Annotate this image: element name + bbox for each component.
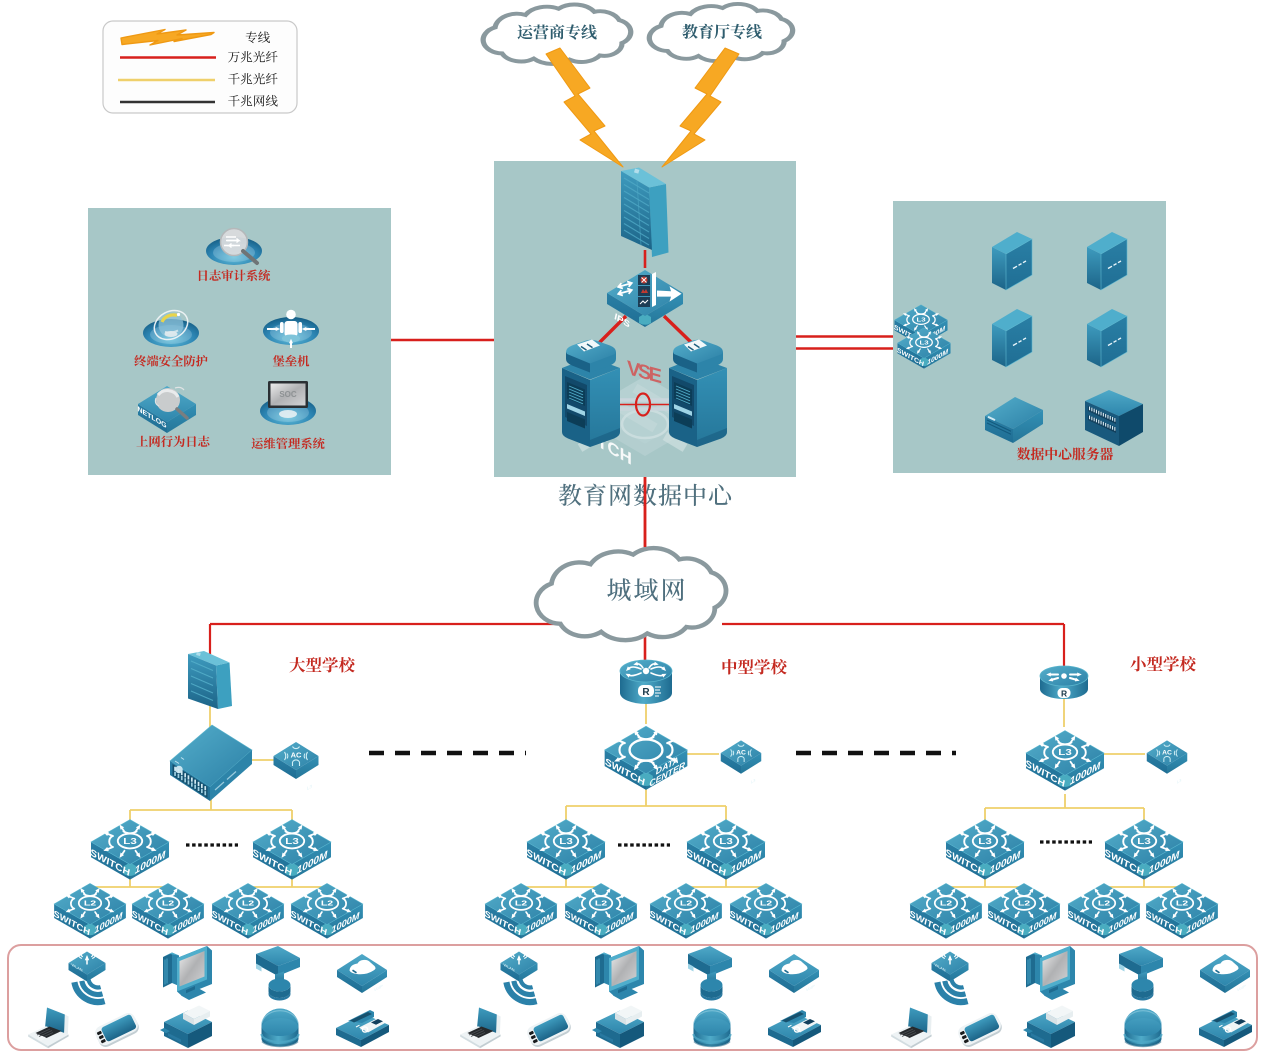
svg-text:SOC: SOC (279, 390, 297, 399)
